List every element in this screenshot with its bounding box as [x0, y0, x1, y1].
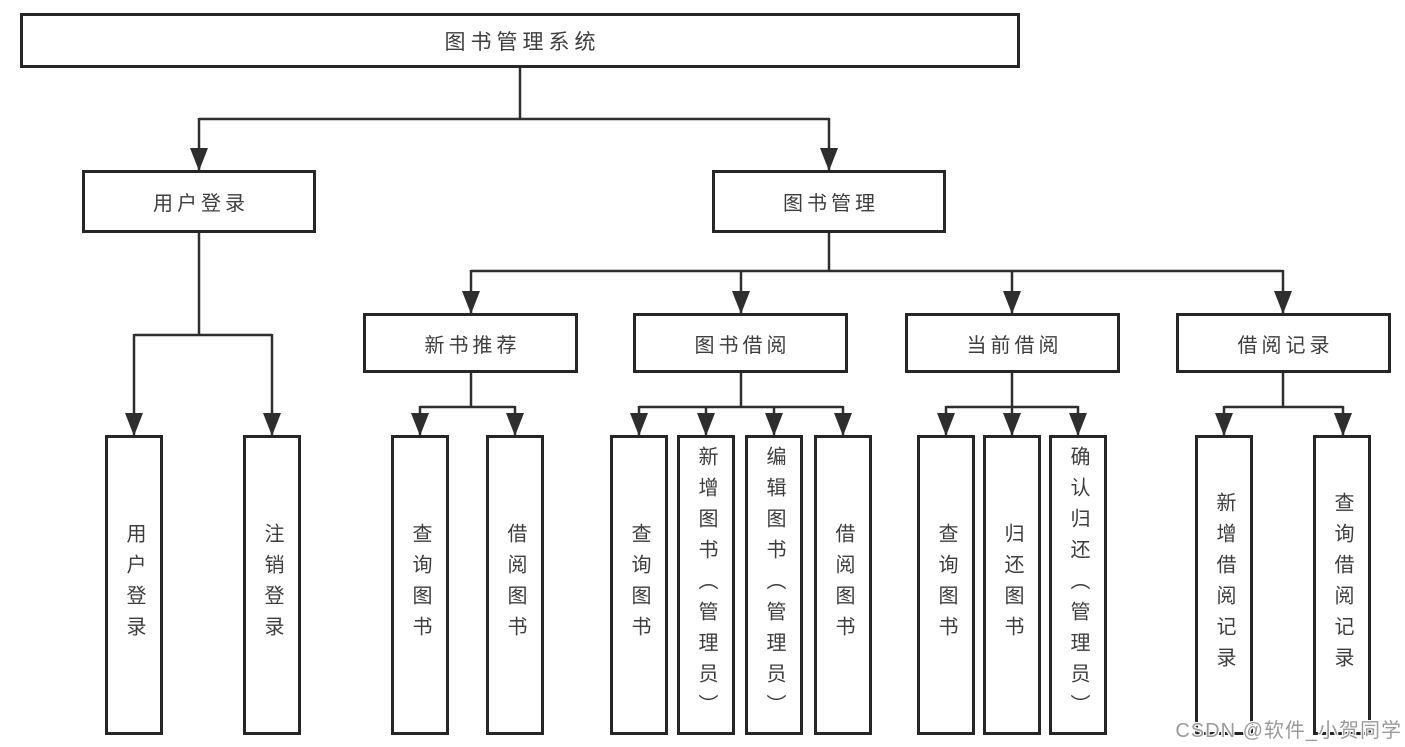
- leaf-query-book-recommend-label: 查询图书: [409, 523, 431, 647]
- leaf-query-borrow-record: 查询借阅记录: [1313, 435, 1371, 735]
- node-book-management: 图书管理: [712, 170, 946, 233]
- leaf-query-borrow-record-label: 查询借阅记录: [1331, 492, 1353, 678]
- node-root: 图书管理系统: [20, 13, 1020, 68]
- leaf-borrow-book-recommend: 借阅图书: [486, 435, 544, 735]
- leaf-borrow-book: 借阅图书: [814, 435, 872, 735]
- leaf-logout-login: 注销登录: [243, 435, 301, 735]
- node-borrow-records-label: 借阅记录: [1237, 334, 1334, 357]
- leaf-confirm-return-admin: 确认归还（管理员）: [1049, 435, 1107, 735]
- leaf-query-book-current: 查询图书: [917, 435, 975, 735]
- leaf-return-book: 归还图书: [983, 435, 1041, 735]
- node-user-login: 用户登录: [82, 170, 316, 233]
- node-book-management-label: 图书管理: [783, 193, 879, 215]
- node-current-borrow: 当前借阅: [905, 313, 1120, 373]
- node-book-borrow-label: 图书借阅: [694, 334, 791, 357]
- leaf-edit-book-admin: 编辑图书（管理员）: [745, 435, 803, 735]
- leaf-query-book-current-label: 查询图书: [935, 523, 957, 647]
- leaf-query-book-borrow-label: 查询图书: [628, 523, 650, 647]
- node-book-borrow: 图书借阅: [633, 313, 848, 373]
- leaf-add-borrow-record: 新增借阅记录: [1195, 435, 1253, 735]
- node-new-book-recommend-label: 新书推荐: [424, 334, 521, 357]
- leaf-query-book-recommend: 查询图书: [391, 435, 449, 735]
- leaf-user-login-label: 用户登录: [123, 523, 145, 647]
- leaf-return-book-label: 归还图书: [1001, 523, 1023, 647]
- node-borrow-records: 借阅记录: [1176, 313, 1391, 373]
- node-root-label: 图书管理系统: [444, 30, 601, 54]
- node-new-book-recommend: 新书推荐: [363, 313, 578, 373]
- leaf-borrow-book-label: 借阅图书: [832, 523, 854, 647]
- leaf-edit-book-admin-label: 编辑图书（管理员）: [763, 445, 785, 725]
- leaf-add-borrow-record-label: 新增借阅记录: [1213, 492, 1235, 678]
- node-current-borrow-label: 当前借阅: [966, 334, 1063, 357]
- leaf-confirm-return-admin-label: 确认归还（管理员）: [1067, 445, 1089, 725]
- leaf-add-book-admin: 新增图书（管理员）: [677, 435, 735, 735]
- leaf-query-book-borrow: 查询图书: [610, 435, 668, 735]
- leaf-borrow-book-recommend-label: 借阅图书: [504, 523, 526, 647]
- leaf-user-login: 用户登录: [105, 435, 163, 735]
- csdn-watermark: CSDN @软件_小贺同学: [1175, 720, 1402, 742]
- leaf-logout-login-label: 注销登录: [261, 523, 283, 647]
- node-user-login-label: 用户登录: [153, 193, 249, 215]
- leaf-add-book-admin-label: 新增图书（管理员）: [695, 445, 717, 725]
